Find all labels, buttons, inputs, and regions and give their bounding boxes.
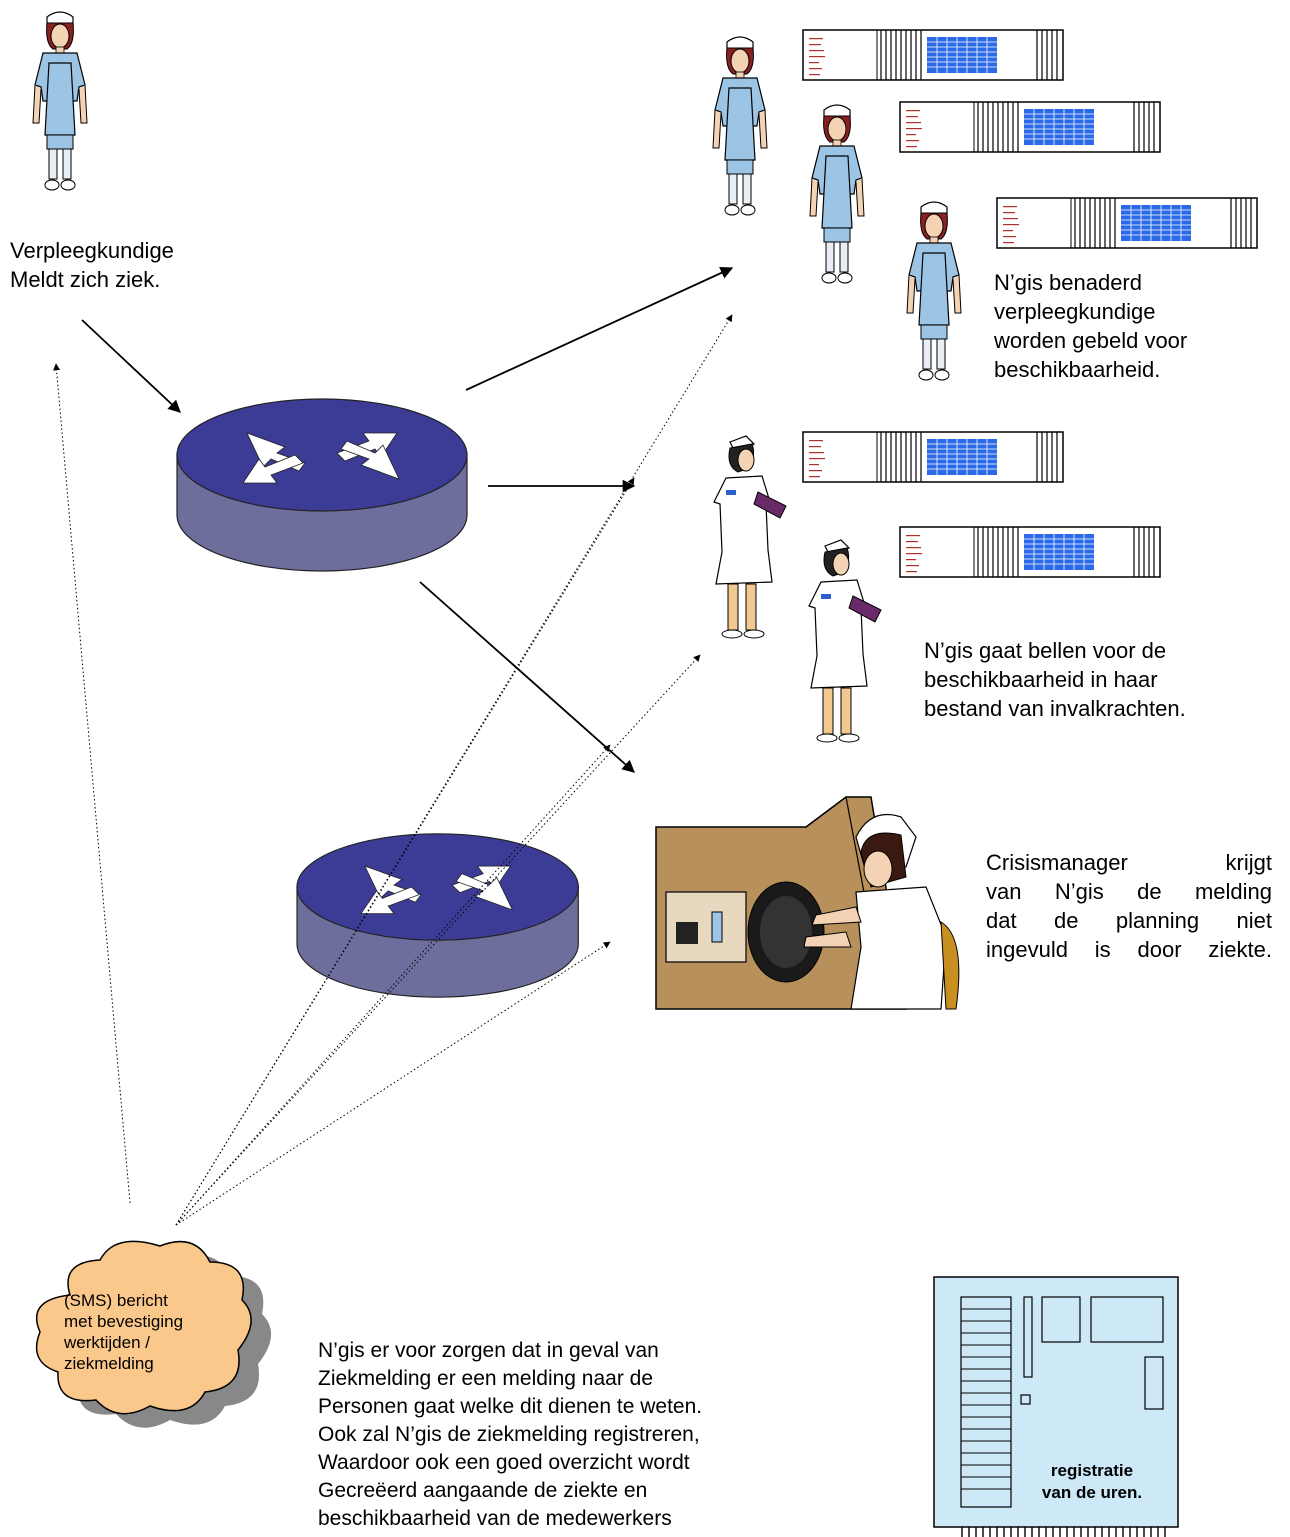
sick-report-text: Verpleegkundige Meldt zich ziek.: [10, 236, 174, 294]
text-line: beschikbaarheid in haar: [924, 667, 1158, 692]
router-icon: [176, 398, 468, 572]
text-line: N’gis gaat bellen voor de: [924, 638, 1167, 663]
schedule-card-icon: [899, 526, 1161, 578]
text-line: ingevuld is door ziekte.: [986, 937, 1272, 962]
text-line: Ook zal N’gis de ziekmelding registreren…: [318, 1423, 700, 1446]
nurse-available-icon: [906, 201, 962, 381]
crisis-text: Crisismanager krijgt van N’gis de meldin…: [986, 848, 1272, 964]
text-line: Gecreëerd aangaande de ziekte en: [318, 1479, 648, 1502]
sms-cloud-text: (SMS) bericht met bevestiging werktijden…: [64, 1290, 183, 1374]
text-line: N’gis er voor zorgen dat in geval van: [318, 1339, 659, 1362]
approach-text: N’gis benaderd verpleegkundige worden ge…: [994, 268, 1187, 384]
text-line: beschikbaarheid van de medewerkers: [318, 1507, 672, 1530]
schedule-card-icon: [899, 101, 1161, 153]
text-line: van N’gis de melding: [986, 879, 1272, 904]
text-line: beschikbaarheid.: [994, 357, 1161, 382]
text-line: met bevestiging: [64, 1312, 184, 1331]
nurse-sick-icon: [32, 11, 88, 191]
text-line: ziekmelding: [64, 1354, 154, 1373]
nurse-available-icon: [809, 104, 865, 284]
text-line: Ziekmelding er een melding naar de: [318, 1367, 654, 1390]
registration-board-icon: [933, 1276, 1179, 1537]
sms-cloud-icon: [35, 1240, 272, 1428]
text-line: Verpleegkundige: [10, 238, 174, 263]
schedule-card-icon: [996, 197, 1258, 249]
text-line: Meldt zich ziek.: [10, 267, 161, 292]
text-line: werktijden /: [64, 1333, 150, 1352]
registration-label: registratie van de uren.: [1022, 1460, 1162, 1504]
schedule-card-icon: [802, 431, 1064, 483]
nurse-available-icon: [712, 36, 768, 216]
text-line: Waardoor ook een goed overzicht wordt: [318, 1451, 690, 1474]
text-line: registratie: [1050, 1461, 1134, 1480]
call-pool-text: N’gis gaat bellen voor de beschikbaarhei…: [924, 636, 1186, 723]
text-line: N’gis benaderd: [994, 270, 1142, 295]
text-line: worden gebeld voor: [994, 328, 1188, 353]
text-line: Personen gaat welke dit dienen te weten.: [318, 1395, 703, 1418]
nurse-clipboard-icon: [808, 539, 882, 743]
text-line: bestand van invalkrachten.: [924, 696, 1186, 721]
text-line: dat de planning niet: [986, 908, 1272, 933]
schedule-card-icon: [802, 29, 1064, 81]
bottom-note-text: N’gis er voor zorgen dat in geval van Zi…: [318, 1337, 702, 1533]
text-line: (SMS) bericht: [64, 1291, 168, 1310]
crisis-manager-icon: [655, 795, 960, 1010]
text-line: verpleegkundige: [994, 299, 1156, 324]
router-icon: [296, 833, 579, 998]
nurse-clipboard-icon: [713, 435, 787, 639]
text-line: Crisismanager krijgt: [986, 850, 1272, 875]
text-line: van de uren.: [1041, 1483, 1143, 1502]
